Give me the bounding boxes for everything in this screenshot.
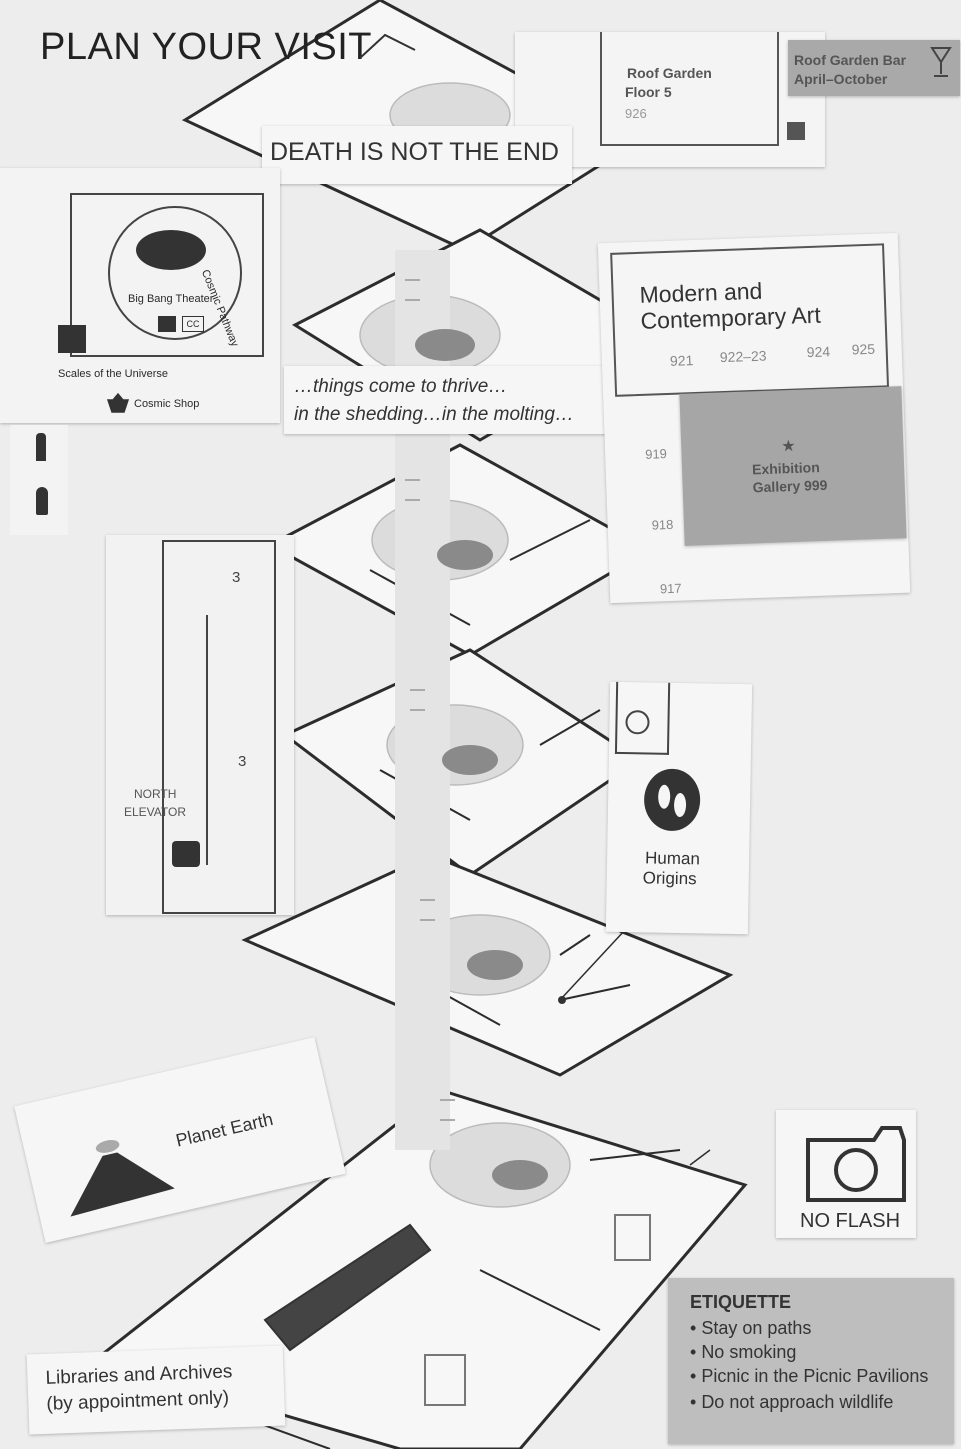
mens-restroom-icon <box>36 433 46 461</box>
floor-mark-3-upper: 3 <box>232 569 241 586</box>
libraries-card: Libraries and Archives (by appointment o… <box>26 1345 286 1435</box>
roof-bar-name: Roof Garden Bar <box>794 52 907 68</box>
cosmic-shop-label: Cosmic Shop <box>134 398 200 410</box>
planet-earth-label: Planet Earth <box>173 1108 275 1151</box>
scales-of-universe-label: Scales of the Universe <box>58 368 169 380</box>
room-925: 925 <box>851 340 876 358</box>
north-elevator-line-1: NORTH <box>134 787 177 801</box>
room-921: 921 <box>669 352 694 369</box>
roof-bar-season: April–October <box>794 71 888 87</box>
restroom-panel <box>10 425 68 535</box>
no-flash-card: NO FLASH <box>776 1110 916 1238</box>
cc-badge: CC <box>182 316 204 332</box>
etiquette-rule-3: • Picnic in the Picnic Pavilions <box>690 1366 929 1386</box>
elevator-icon <box>787 122 805 140</box>
etiquette-rule-2: • No smoking <box>690 1342 797 1362</box>
etiquette-rule-4: • Do not approach wildlife <box>690 1392 894 1412</box>
wine-glass-icon <box>930 47 952 77</box>
elevator-icon <box>58 325 86 353</box>
libraries-line-1: Libraries and Archives <box>45 1361 233 1389</box>
exhibition-gallery-999: ★ Exhibition Gallery 999 <box>679 386 907 546</box>
big-bang-sphere-icon <box>136 230 206 270</box>
stair-cores <box>415 329 548 1190</box>
room-926: 926 <box>625 106 647 121</box>
exhibit-banner: DEATH IS NOT THE END <box>262 126 572 184</box>
roof-garden-bar-card: Roof Garden Bar April–October <box>788 40 960 96</box>
no-flash-label: NO FLASH <box>800 1210 901 1232</box>
human-origins-card: Human Origins <box>605 681 753 935</box>
pavilions <box>424 1214 651 1406</box>
exhibition-gallery-line-1: Exhibition <box>751 459 821 478</box>
star-icon: ★ <box>781 437 796 456</box>
human-origins-line-1: Human <box>644 848 701 869</box>
page-title: PLAN YOUR VISIT <box>40 26 373 68</box>
etiquette-title: ETIQUETTE <box>690 1292 792 1312</box>
floor-mark-3-lower: 3 <box>238 753 247 770</box>
etiquette-rule-1: • Stay on paths <box>690 1318 812 1338</box>
room-922-23: 922–23 <box>719 347 767 366</box>
shopping-basket-icon <box>106 392 130 413</box>
cosmic-pathway-plan: Big Bang Theater Cosmic Pathway CC Scale… <box>0 168 280 423</box>
north-elevator-line-2: ELEVATOR <box>124 805 187 819</box>
room-919: 919 <box>644 446 668 462</box>
volcano-icon <box>70 1140 175 1217</box>
exhibition-gallery-line-2: Gallery 999 <box>752 476 828 496</box>
elevator-icon <box>172 841 200 867</box>
whale-exhibit <box>263 1223 432 1352</box>
womens-restroom-icon <box>36 487 48 515</box>
room-917: 917 <box>659 580 682 597</box>
quote-card: …things come to thrive… in the shedding…… <box>284 366 656 434</box>
quote-line-1: …things come to thrive… <box>294 376 508 397</box>
room-918: 918 <box>651 516 674 533</box>
camera-icon <box>806 1126 906 1202</box>
planet-earth-card: Planet Earth <box>14 1037 346 1243</box>
roof-garden-name: Roof Garden <box>627 65 712 81</box>
room-924: 924 <box>806 343 831 361</box>
big-bang-theater-label: Big Bang Theater <box>128 293 214 305</box>
etiquette-card: ETIQUETTE • Stay on paths • No smoking •… <box>668 1278 954 1444</box>
north-wing-plan: 3 3 NORTH ELEVATOR <box>106 535 294 915</box>
human-origins-line-2: Origins <box>642 868 697 889</box>
roof-garden-floor: Floor 5 <box>625 84 672 100</box>
hearing-assist-icon <box>158 316 176 332</box>
footprints-icon <box>644 768 701 831</box>
exhibit-banner-text: DEATH IS NOT THE END <box>270 138 559 166</box>
quote-line-2: in the shedding…in the molting… <box>294 404 574 425</box>
libraries-line-2: (by appointment only) <box>46 1387 230 1415</box>
title-arrow-icon <box>360 33 416 59</box>
